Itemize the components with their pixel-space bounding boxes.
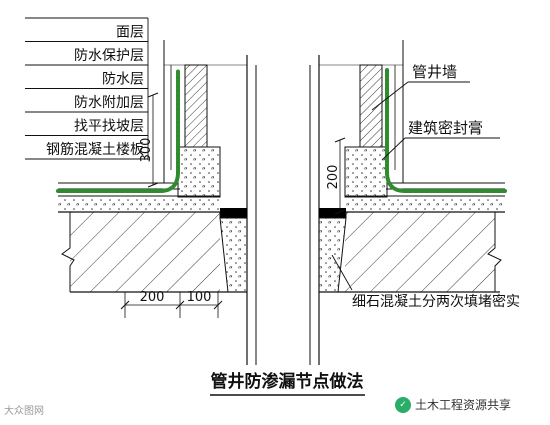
- layer-label: 防水附加层: [74, 95, 144, 111]
- dimension-sealant: 200: [326, 137, 346, 215]
- sealant: [220, 208, 346, 218]
- dimension-upturn: 300: [139, 92, 159, 188]
- watermark-left-text: 大众图网: [4, 406, 44, 417]
- concrete-slab: [58, 211, 505, 293]
- pipe-shaft-wall-left: [163, 40, 221, 198]
- drawing-title: 管井防渗漏节点做法: [210, 371, 365, 396]
- waterproof-membrane: [56, 68, 507, 193]
- callout-sealant: 建筑密封膏: [381, 119, 500, 161]
- layer-label: 找平找坡层: [74, 119, 144, 135]
- callout-sealant-label: 建筑密封膏: [408, 119, 483, 137]
- dimension-bottom: 200 100: [120, 290, 223, 318]
- layer-label: 防水层: [102, 72, 144, 88]
- pipe-shaft-wall-right: [344, 40, 404, 198]
- callout-pipe-wall: 管井墙: [371, 63, 470, 111]
- watermark-left: 大众图网: [4, 402, 44, 417]
- screed-layer: [58, 195, 505, 212]
- watermark-right-text: 土木工程资源共享: [415, 398, 512, 412]
- pipe: [246, 55, 320, 365]
- wechat-icon: ✓: [395, 396, 411, 413]
- layer-label: 防水保护层: [74, 48, 144, 64]
- layer-label: 面层: [116, 25, 144, 41]
- dim-bottom-right: 100: [187, 290, 212, 305]
- dim-bottom-left: 200: [140, 290, 165, 305]
- dim-sealant-height: 200: [326, 165, 341, 190]
- dim-upturn-height: 300: [139, 138, 154, 163]
- callout-pipe-wall-label: 管井墙: [412, 63, 457, 81]
- title-text: 管井防渗漏节点做法: [211, 371, 364, 392]
- callout-fill-label: 细石混凝土分两次填堵密实: [352, 293, 520, 310]
- callout-fill: 细石混凝土分两次填堵密实: [331, 254, 520, 310]
- layer-label: 钢筋混凝土楼板: [46, 141, 144, 158]
- watermark-right: ✓ 土木工程资源共享: [395, 396, 511, 413]
